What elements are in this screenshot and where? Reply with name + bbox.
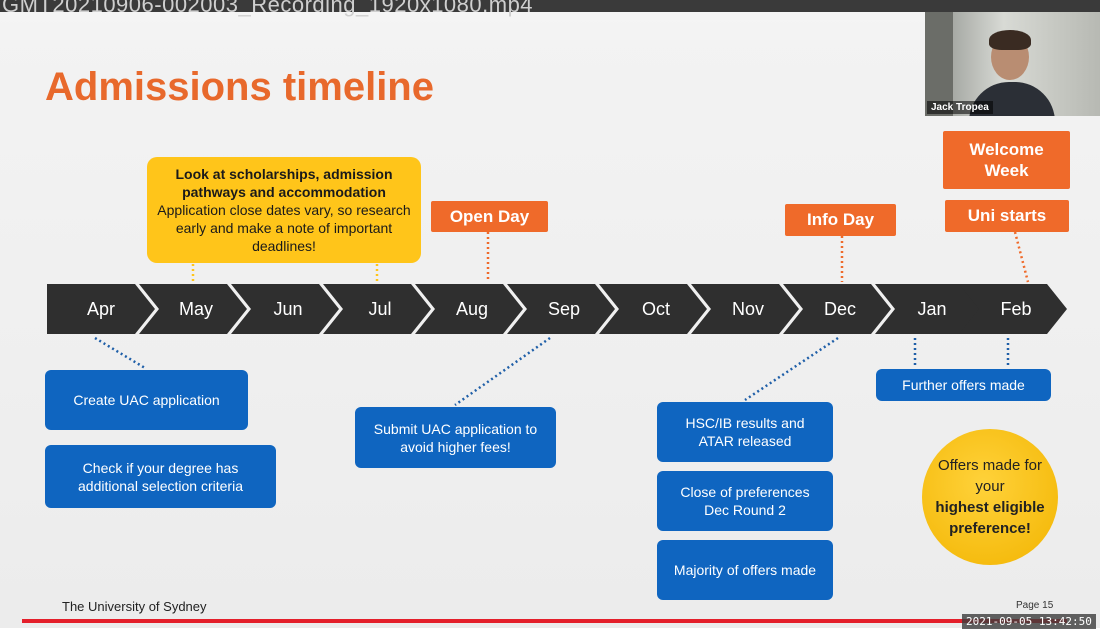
scholarships-callout: Look at scholarships, admission pathways… bbox=[147, 157, 421, 263]
connector-hsc bbox=[744, 336, 839, 402]
month-may: May bbox=[139, 284, 247, 334]
slide-title: Admissions timeline bbox=[45, 65, 434, 109]
hsc-results-box: HSC/IB results and ATAR released bbox=[657, 402, 833, 462]
webcam-participant-name: Jack Tropea bbox=[927, 101, 993, 114]
month-dec: Dec bbox=[783, 284, 891, 334]
month-sep: Sep bbox=[507, 284, 615, 334]
month-aug: Aug bbox=[415, 284, 523, 334]
month-timeline: Apr May Jun Jul Aug Sep Oct Nov Dec Jan … bbox=[47, 284, 1067, 334]
open-day-label: Open Day bbox=[431, 201, 548, 232]
month-jun: Jun bbox=[231, 284, 339, 334]
month-apr: Apr bbox=[47, 284, 155, 334]
page-number: Page 15 bbox=[1016, 600, 1054, 611]
webcam-background bbox=[925, 12, 953, 116]
connector-uni-starts bbox=[1013, 231, 1030, 283]
webcam-person-hair bbox=[989, 30, 1031, 50]
video-top-bar bbox=[0, 0, 1100, 12]
recording-timestamp: 2021-09-05 13:42:50 bbox=[962, 614, 1096, 629]
offers-circle-bold: highest eligible preference! bbox=[935, 499, 1045, 537]
month-oct: Oct bbox=[599, 284, 707, 334]
scholarships-heading: Look at scholarships, admission pathways… bbox=[175, 166, 393, 200]
further-offers-box: Further offers made bbox=[876, 369, 1051, 401]
info-day-label: Info Day bbox=[785, 204, 896, 236]
connector-submit-uac bbox=[454, 336, 551, 407]
welcome-week-label: Welcome Week bbox=[943, 131, 1070, 189]
offers-circle-text: Offers made for your bbox=[938, 457, 1042, 495]
footer-university: The University of Sydney bbox=[62, 599, 207, 614]
webcam-video-tile[interactable]: Jack Tropea bbox=[925, 12, 1100, 116]
scholarships-body: Application close dates vary, so researc… bbox=[157, 202, 411, 254]
close-preferences-box: Close of preferences Dec Round 2 bbox=[657, 471, 833, 531]
month-nov: Nov bbox=[691, 284, 799, 334]
month-jul: Jul bbox=[323, 284, 431, 334]
connector-create-uac bbox=[94, 336, 146, 370]
offers-circle: Offers made for your highest eligible pr… bbox=[922, 429, 1058, 565]
create-uac-box: Create UAC application bbox=[45, 370, 248, 430]
check-degree-box: Check if your degree has additional sele… bbox=[45, 445, 276, 508]
uni-starts-label: Uni starts bbox=[945, 200, 1069, 232]
footer-red-line bbox=[22, 619, 1067, 623]
submit-uac-box: Submit UAC application to avoid higher f… bbox=[355, 407, 556, 468]
recording-filename: GMT20210906-002003_Recording_1920x1080.m… bbox=[2, 0, 534, 17]
majority-offers-box: Majority of offers made bbox=[657, 540, 833, 600]
